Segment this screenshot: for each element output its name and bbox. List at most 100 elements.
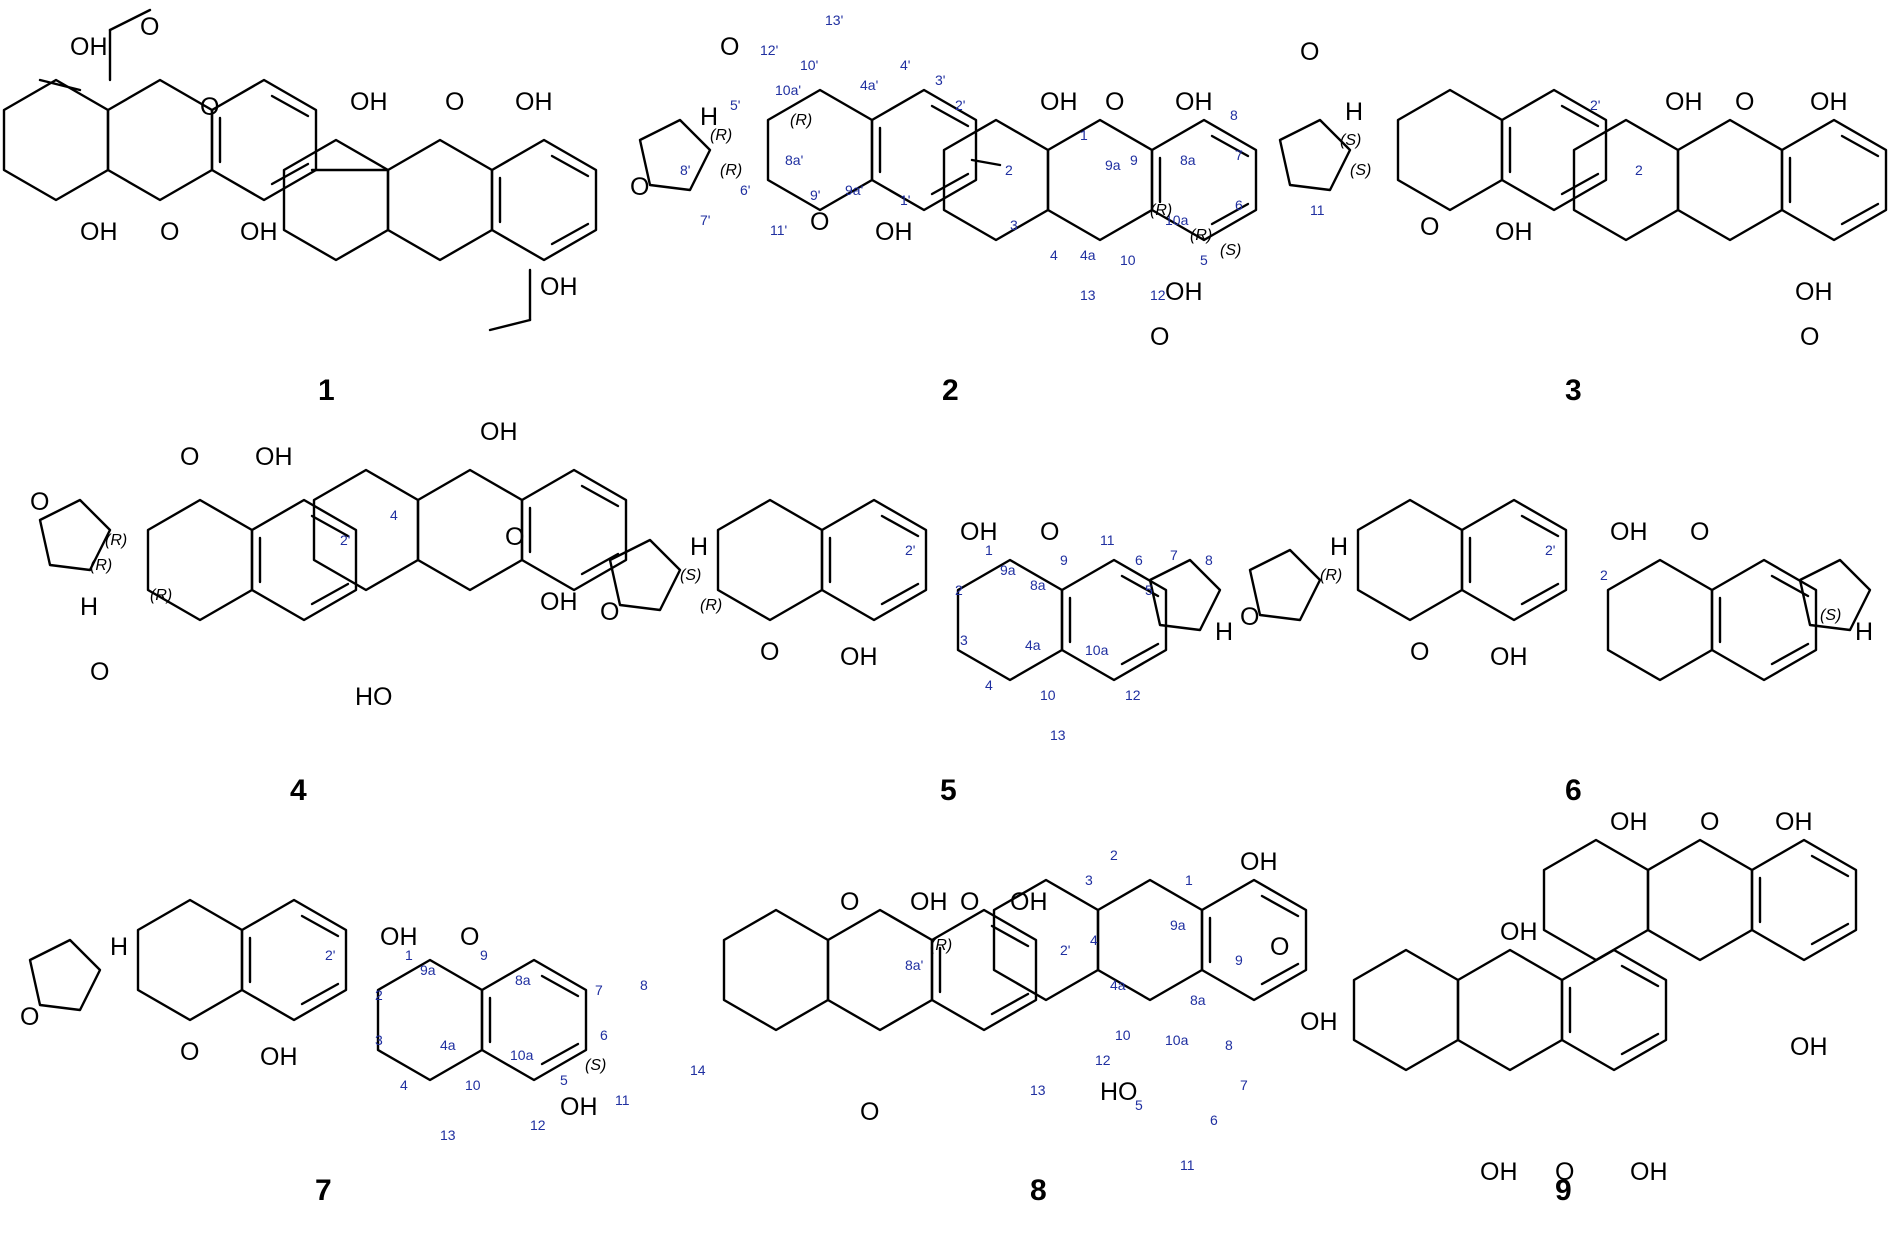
svg-text:8a: 8a: [1030, 577, 1046, 593]
hydroxyl-label: OH: [960, 518, 998, 546]
atom-number: 4: [390, 507, 398, 523]
svg-text:4': 4': [900, 57, 910, 73]
svg-text:4a: 4a: [1110, 977, 1126, 993]
svg-text:10: 10: [1120, 252, 1136, 268]
lactone-h-label: H: [1330, 533, 1348, 561]
svg-text:4a: 4a: [440, 1037, 456, 1053]
stereo-descriptor: (R): [700, 597, 722, 614]
svg-text:11': 11': [770, 222, 787, 238]
svg-text:7: 7: [1240, 1077, 1248, 1093]
lactone-carbonyl-label: O: [630, 173, 649, 201]
svg-text:2': 2': [1060, 942, 1070, 958]
carbonyl-oxygen-label: O: [840, 888, 859, 916]
svg-text:9a: 9a: [1000, 562, 1016, 578]
atom-number: 2': [1590, 97, 1600, 113]
ester-oxygen-label: O: [720, 33, 739, 61]
carbonyl-oxygen-label: O: [1420, 213, 1439, 241]
svg-text:8a: 8a: [515, 972, 531, 988]
svg-text:9': 9': [810, 187, 820, 203]
svg-text:3': 3': [935, 72, 945, 88]
svg-text:5: 5: [1200, 252, 1208, 268]
svg-text:5': 5': [730, 97, 740, 113]
compound-number: 1: [318, 374, 335, 407]
svg-text:8a': 8a': [785, 152, 803, 168]
svg-text:10a': 10a': [775, 82, 801, 98]
ester-oxygen-label: O: [90, 658, 109, 686]
svg-text:(R): (R): [720, 162, 742, 179]
svg-text:12: 12: [530, 1117, 546, 1133]
carbonyl-oxygen-label: O: [960, 888, 979, 916]
hydroxyl-label: OH: [80, 218, 118, 246]
compound-2-structure: H O O O OH OH O OH OH O 1 1' 2 2' 3 3' 4…: [630, 12, 1325, 407]
svg-text:6: 6: [600, 1027, 608, 1043]
stereo-descriptor: (S): [585, 1057, 606, 1074]
svg-text:2: 2: [1005, 162, 1013, 178]
svg-text:8': 8': [680, 162, 690, 178]
svg-text:8: 8: [1230, 107, 1238, 123]
lactone-carbonyl-label: O: [30, 488, 49, 516]
hydroxyl-label: OH: [1300, 1008, 1338, 1036]
svg-text:4: 4: [1090, 932, 1098, 948]
carbonyl-oxygen-label: O: [1040, 518, 1059, 546]
svg-text:2: 2: [1110, 847, 1118, 863]
compound-number: 5: [940, 774, 957, 807]
svg-text:8: 8: [1205, 552, 1213, 568]
svg-text:6': 6': [740, 182, 750, 198]
stereo-descriptor: (S): [680, 567, 701, 584]
svg-text:12: 12: [1125, 687, 1141, 703]
svg-text:13': 13': [825, 12, 843, 28]
lactone-h-label: H: [700, 103, 718, 131]
svg-text:13: 13: [440, 1127, 456, 1143]
hydroxyl-label: OH: [1790, 1033, 1828, 1061]
atom-number: 2': [340, 532, 350, 548]
compound-6-structure: H O O OH OH O H 2 2' (R) (S) 6: [1240, 498, 1873, 807]
svg-text:6: 6: [1235, 197, 1243, 213]
compound-3-structure: H O O OH OH O OH OH O 2 2' (S) (S) 3: [1278, 38, 1888, 407]
svg-text:12': 12': [760, 42, 778, 58]
hydroxyl-label: OH: [1775, 808, 1813, 836]
stereo-descriptor: (R): [105, 532, 127, 549]
svg-text:(R): (R): [790, 112, 812, 129]
carbonyl-oxygen-label: O: [445, 88, 464, 116]
carbonyl-oxygen-label: O: [460, 923, 479, 951]
svg-text:11: 11: [1100, 532, 1115, 548]
svg-text:4: 4: [400, 1077, 408, 1093]
carbonyl-oxygen-label: O: [160, 218, 179, 246]
atom-number: 2: [1600, 567, 1608, 583]
carbonyl-oxygen-label: O: [180, 443, 199, 471]
hydroxyl-label: OH: [560, 1093, 598, 1121]
svg-text:9a': 9a': [845, 182, 863, 198]
stereo-descriptor: (R): [1320, 567, 1342, 584]
hydroxyl-label: OH: [240, 218, 278, 246]
svg-text:(R): (R): [1190, 227, 1212, 244]
hydroxyl-label: OH: [1175, 88, 1213, 116]
svg-text:5: 5: [1145, 582, 1153, 598]
svg-text:7': 7': [700, 212, 710, 228]
svg-text:9: 9: [1060, 552, 1068, 568]
atom-numbering: 1 2 2' 3 4 4a 5 6 7 8 8a 8a' 9 9a 10 10a…: [905, 847, 1248, 1173]
hydroxyl-label: OH: [1480, 1158, 1518, 1186]
hydroxyl-label: OH: [540, 273, 578, 301]
lactone-carbonyl-label: O: [1240, 603, 1259, 631]
hydroxyl-label: OH: [540, 588, 578, 616]
stereo-descriptors: (R) (R) (R) (R) (R) (S): [710, 112, 1241, 259]
lactone-carbonyl-label: O: [20, 1003, 39, 1031]
hydroxyl-label: OH: [480, 418, 518, 446]
compound-number: 6: [1565, 774, 1582, 807]
svg-text:12: 12: [1095, 1052, 1111, 1068]
svg-text:3: 3: [1010, 217, 1018, 233]
hydroxyl-label: OH: [255, 443, 293, 471]
hydroxyl-label: OH: [840, 643, 878, 671]
svg-text:4: 4: [985, 677, 993, 693]
lactone-h-label: H: [1215, 618, 1233, 646]
svg-text:4a: 4a: [1080, 247, 1096, 263]
svg-text:5: 5: [1135, 1097, 1143, 1113]
compound-number: 9: [1555, 1174, 1572, 1207]
hydroxyl-label: OH: [1040, 88, 1078, 116]
svg-text:7: 7: [1235, 147, 1243, 163]
stereo-descriptor: (R): [150, 587, 172, 604]
carbonyl-oxygen-label: O: [1690, 518, 1709, 546]
compound-number: 3: [1565, 374, 1582, 407]
svg-text:13: 13: [1030, 1082, 1046, 1098]
